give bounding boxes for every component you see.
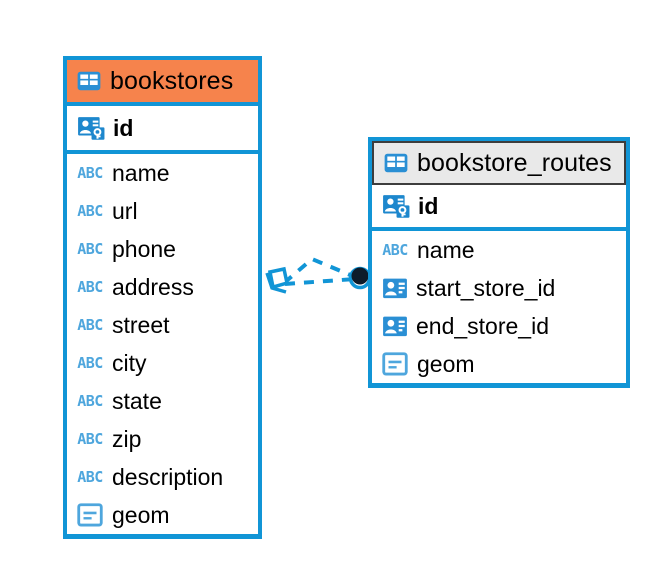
geometry-icon — [382, 352, 408, 376]
field-row[interactable]: ABC name — [67, 154, 258, 192]
field-row[interactable]: ABC city — [67, 344, 258, 382]
field-label: name — [112, 159, 170, 186]
field-row[interactable]: ABC name — [372, 231, 626, 269]
filled-circle-marker — [348, 266, 372, 290]
field-label: id — [113, 114, 134, 141]
entity-bookstores-fields: id ABC name ABC url ABC phone — [67, 106, 258, 534]
field-label: city — [112, 349, 147, 376]
field-label: state — [112, 387, 162, 414]
field-row[interactable]: end_store_id — [372, 307, 626, 345]
field-row[interactable]: ABC street — [67, 306, 258, 344]
relationship-line-lower — [284, 277, 356, 286]
primary-key-separator — [372, 227, 626, 231]
entity-bookstores-title: bookstores — [110, 66, 234, 95]
abc-text-icon: ABC — [77, 239, 103, 258]
field-row[interactable]: geom — [67, 496, 258, 534]
field-row[interactable]: ABC phone — [67, 230, 258, 268]
field-row[interactable]: ABC description — [67, 458, 258, 496]
primary-key-icon — [77, 114, 105, 142]
foreign-key-icon — [382, 275, 408, 301]
field-label: description — [112, 463, 224, 490]
field-label: end_store_id — [416, 312, 549, 339]
abc-text-icon: ABC — [77, 467, 103, 486]
entity-bookstore-routes-title: bookstore_routes — [417, 148, 612, 177]
field-label: url — [112, 197, 138, 224]
field-label: phone — [112, 235, 176, 262]
field-row[interactable]: ABC state — [67, 382, 258, 420]
field-label: name — [417, 236, 475, 263]
field-row[interactable]: geom — [372, 345, 626, 383]
field-label: id — [418, 192, 439, 219]
field-label: start_store_id — [416, 274, 556, 301]
field-label: address — [112, 273, 194, 300]
entity-bookstore-routes-fields: id ABC name — [372, 185, 626, 383]
abc-text-icon: ABC — [382, 240, 408, 259]
field-label: geom — [417, 350, 475, 377]
abc-text-icon: ABC — [77, 201, 103, 220]
field-row[interactable]: start_store_id — [372, 269, 626, 307]
entity-bookstore-routes[interactable]: bookstore_routes — [368, 137, 630, 388]
abc-text-icon: ABC — [77, 391, 103, 410]
table-icon — [76, 68, 102, 94]
field-row[interactable]: id — [372, 185, 626, 227]
field-row[interactable]: ABC zip — [67, 420, 258, 458]
crows-foot-diamond-marker — [265, 266, 290, 294]
field-row[interactable]: ABC url — [67, 192, 258, 230]
table-icon — [383, 150, 409, 176]
geometry-icon — [77, 503, 103, 527]
field-label: geom — [112, 501, 170, 528]
relationship-line-upper — [282, 256, 356, 285]
abc-text-icon: ABC — [77, 315, 103, 334]
entity-bookstores-header[interactable]: bookstores — [67, 60, 258, 106]
abc-text-icon: ABC — [77, 353, 103, 372]
field-label: street — [112, 311, 170, 338]
field-row[interactable]: ABC address — [67, 268, 258, 306]
field-row[interactable]: id — [67, 106, 258, 150]
abc-text-icon: ABC — [77, 163, 103, 182]
abc-text-icon: ABC — [77, 429, 103, 448]
field-label: zip — [112, 425, 142, 452]
foreign-key-icon — [382, 313, 408, 339]
primary-key-separator — [67, 150, 258, 154]
entity-bookstore-routes-header[interactable]: bookstore_routes — [372, 141, 626, 185]
primary-key-icon — [382, 192, 410, 220]
entity-bookstores[interactable]: bookstores id — [63, 56, 262, 539]
abc-text-icon: ABC — [77, 277, 103, 296]
